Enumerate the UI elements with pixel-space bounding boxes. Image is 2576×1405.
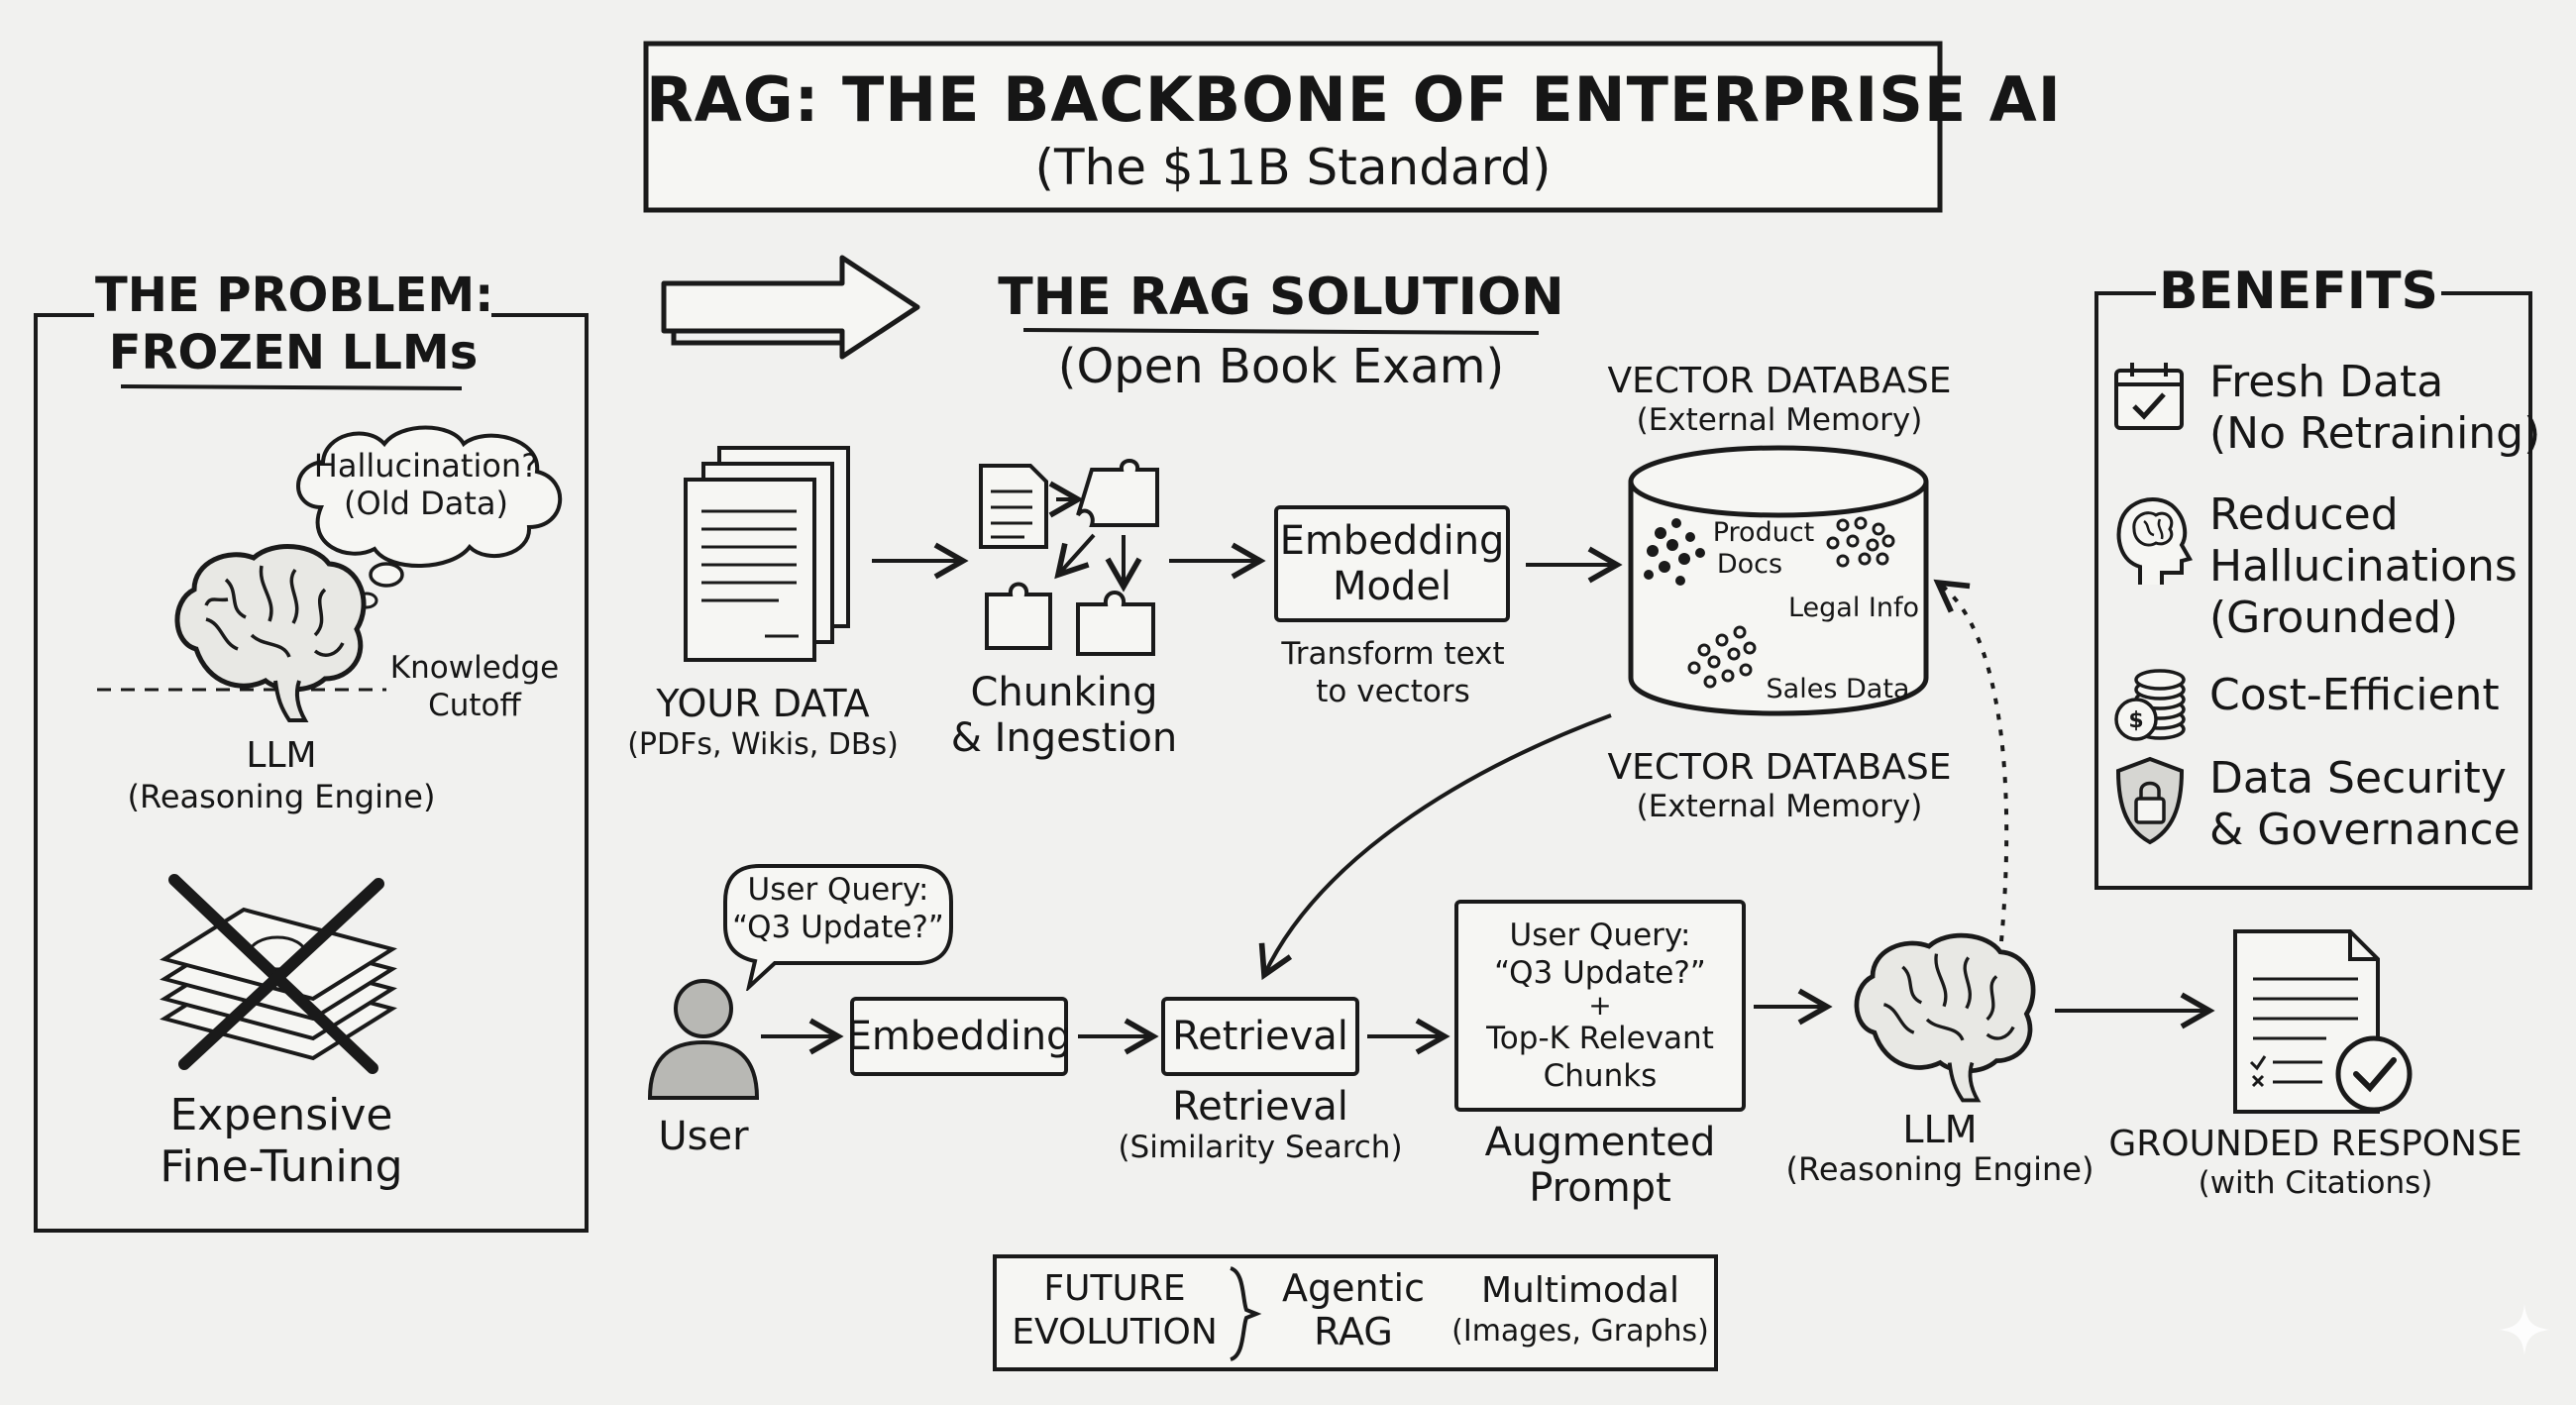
prompt-plus: +	[1588, 989, 1612, 1022]
response-document-icon	[2233, 929, 2413, 1114]
benefit-fresh-data: Fresh Data (No Retraining)	[2110, 357, 2540, 476]
embedding-model-box: Embedding Model	[1274, 505, 1510, 622]
response-sub: (with Citations)	[2198, 1165, 2433, 1201]
benefit-data-security: Data Security & Governance	[2110, 753, 2526, 872]
multimodal-line1: Multimodal	[1480, 1270, 1679, 1311]
arrow-llm-to-db-dotted	[1933, 579, 2009, 942]
embedding-model-line2: Model	[1332, 564, 1452, 609]
retrieval-box: Retrieval	[1161, 997, 1359, 1076]
vector-db-sub-bottom: (External Memory)	[1636, 789, 1923, 824]
user-label: User	[658, 1114, 749, 1159]
solution-subheading: (Open Book Exam)	[1057, 339, 1505, 394]
prompt-line3: Top-K Relevant	[1486, 1021, 1714, 1056]
shield-lock-icon	[2115, 756, 2185, 845]
calendar-check-icon	[2114, 363, 2184, 430]
document-stack-icon	[684, 446, 850, 662]
embedding-box: Embedding	[847, 997, 1071, 1076]
multimodal-line2: (Images, Graphs)	[1451, 1314, 1709, 1349]
crossed-money-icon	[160, 874, 397, 1074]
agentic-line1: Agentic	[1282, 1266, 1425, 1310]
llm-label: LLM	[1902, 1108, 1978, 1151]
head-brain-icon	[2116, 497, 2194, 585]
svg-text:$: $	[2128, 708, 2143, 733]
cutoff-label-line1: Knowledge	[389, 650, 560, 686]
embedding-box-label: Embedding	[846, 1014, 1072, 1059]
vector-db-sub-top: (External Memory)	[1636, 402, 1923, 438]
page-subtitle: (The $11B Standard)	[1034, 139, 1552, 196]
big-arrow-icon	[661, 255, 920, 360]
arrow-db-to-retrieval	[1258, 713, 1612, 981]
puzzle-chunking-icon	[979, 459, 1159, 656]
benefit-cost-efficient-text: Cost-Efficient	[2209, 670, 2500, 720]
benefit-fresh-data-text: Fresh Data (No Retraining)	[2209, 357, 2541, 459]
your-data-label: YOUR DATA	[656, 682, 870, 725]
cluster-sales: Sales Data	[1766, 674, 1910, 704]
cluster-legal: Legal Info	[1787, 593, 1920, 623]
response-label: GROUNDED RESPONSE	[2108, 1124, 2522, 1164]
problem-panel-frame	[34, 313, 589, 1233]
prompt-line4: Chunks	[1543, 1058, 1658, 1094]
benefits-heading: BENEFITS	[2159, 262, 2438, 321]
finetune-label-line1: Expensive	[169, 1090, 393, 1140]
query-bubble-line1: User Query:	[747, 872, 929, 908]
llm-sub: (Reasoning Engine)	[1785, 1150, 2094, 1188]
retrieval-label: Retrieval	[1172, 1084, 1348, 1130]
speech-bubble-icon	[723, 864, 953, 991]
cluster-product-line1: Product	[1712, 517, 1815, 548]
finetune-label-line2: Fine-Tuning	[160, 1141, 403, 1192]
future-label-line1: FUTURE	[1043, 1268, 1186, 1309]
cutoff-label-line2: Cutoff	[428, 688, 521, 723]
chunking-label-line1: Chunking	[970, 670, 1158, 715]
vector-db-title-top: VECTOR DATABASE	[1607, 361, 1952, 401]
brace-icon	[1230, 1266, 1262, 1361]
chunking-label-line2: & Ingestion	[950, 715, 1178, 761]
retrieval-sub: (Similarity Search)	[1118, 1130, 1403, 1165]
coin-stack-icon: $	[2114, 669, 2186, 741]
page-title: RAG: THE BACKBONE OF ENTERPRISE AI	[646, 63, 2062, 136]
problem-llm-label: LLM	[246, 735, 317, 776]
embedding-model-line1: Embedding	[1279, 518, 1505, 564]
vector-db-title-bottom: VECTOR DATABASE	[1607, 747, 1952, 788]
prompt-line1: User Query:	[1509, 918, 1691, 953]
augmented-label-line1: Augmented	[1484, 1120, 1716, 1165]
retrieval-box-label: Retrieval	[1172, 1014, 1348, 1059]
future-label-line2: EVOLUTION	[1012, 1312, 1218, 1352]
cluster-product-line2: Docs	[1716, 549, 1783, 580]
llm-brain-icon	[1854, 932, 2036, 1103]
user-icon	[647, 979, 760, 1100]
vector-database-cylinder-icon	[1628, 445, 1929, 716]
your-data-sub: (PDFs, Wikis, DBs)	[627, 727, 899, 762]
brain-icon	[174, 544, 367, 722]
transform-label-line1: Transform text	[1281, 636, 1505, 672]
problem-heading-line1: THE PROBLEM:	[95, 268, 494, 323]
problem-llm-sub: (Reasoning Engine)	[127, 778, 436, 815]
future-evolution-box	[993, 1254, 1718, 1371]
augmented-prompt-box: User Query: “Q3 Update?” + Top-K Relevan…	[1454, 900, 1746, 1112]
agentic-line2: RAG	[1314, 1310, 1393, 1353]
bubble-hallucination: Hallucination?	[313, 447, 539, 485]
augmented-label-line2: Prompt	[1529, 1165, 1671, 1211]
bubble-old-data: (Old Data)	[344, 485, 508, 522]
prompt-line2: “Q3 Update?”	[1494, 955, 1706, 991]
transform-label-line2: to vectors	[1316, 674, 1470, 709]
solution-heading: THE RAG SOLUTION	[998, 268, 1564, 327]
benefit-reduced-hallucinations: Reduced Hallucinations (Grounded)	[2110, 489, 2526, 648]
title-frame	[643, 41, 1943, 213]
benefits-panel-frame	[2094, 291, 2532, 890]
benefit-reduced-hallucinations-text: Reduced Hallucinations (Grounded)	[2209, 489, 2518, 643]
query-bubble-line2: “Q3 Update?”	[732, 910, 944, 945]
sparkle-icon	[2499, 1304, 2550, 1355]
benefit-data-security-text: Data Security & Governance	[2209, 753, 2521, 855]
problem-heading-line2: FROZEN LLMs	[108, 325, 479, 380]
benefit-cost-efficient: $ Cost-Efficient	[2110, 669, 2526, 741]
